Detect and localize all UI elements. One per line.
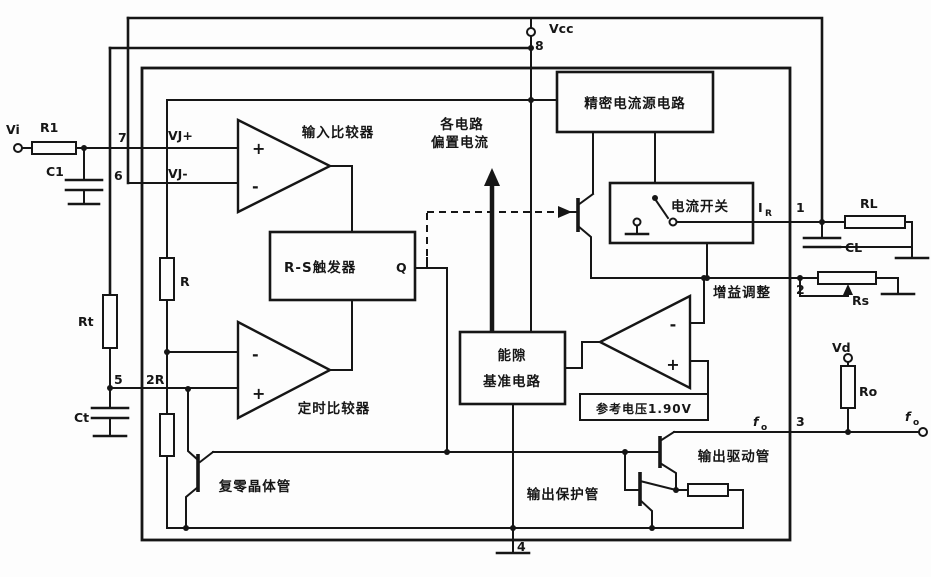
input-comparator-plus: + (252, 139, 265, 158)
rt-label: Rt (78, 314, 94, 329)
timing-comparator-plus: + (252, 384, 265, 403)
output-protector-label: 输出保护管 (527, 486, 600, 503)
cl-label: CL (845, 240, 862, 255)
fo-inner-label: f (753, 414, 760, 429)
bias-label-2: 偏置电流 (431, 134, 489, 151)
fo-inner-label-sub: o (761, 423, 767, 433)
fo-output-terminal (918, 427, 928, 437)
gain-adjust-path (590, 275, 803, 281)
timing-comparator-label: 定时比较器 (298, 400, 371, 417)
pin6-label: 6 (114, 168, 123, 183)
ir-label: I (758, 200, 763, 215)
emitter-resistor (687, 483, 729, 497)
r-label: R (180, 274, 190, 289)
vcc-rails (108, 16, 824, 333)
fo-outer-label-sub: o (913, 418, 919, 428)
reference-voltage-label: 参考电压1.90V (596, 401, 692, 416)
c1-label: C1 (46, 164, 64, 179)
precision-current-source: 精密电流源电路 (555, 70, 715, 197)
vcc-terminal (526, 27, 536, 37)
vi-label: Vi (6, 122, 20, 137)
input-network (13, 141, 239, 438)
vd-terminal (843, 353, 853, 363)
q-output-label: Q (396, 260, 407, 275)
ro-network (840, 353, 856, 433)
pin4-label: 4 (517, 539, 526, 554)
reference-opamp: - + (579, 277, 709, 421)
ir-label-sub: R (765, 209, 772, 219)
precision-current-source-label: 精密电流源电路 (584, 95, 686, 112)
resistor-ro (840, 365, 856, 409)
timing-comparator-minus: - (252, 345, 259, 364)
pin2-label: 2 (796, 282, 805, 297)
input-comparator-minus: - (252, 177, 259, 196)
labels-layer: Vi R1 C1 Rt Ct 7 6 5 8 4 1 2 3 Vcc VJ+ V… (6, 21, 919, 554)
vcc-label: Vcc (549, 21, 574, 36)
input-comparator-label: 输入比较器 (302, 124, 375, 141)
bandgap-reference: 能隙 基准电路 (458, 330, 601, 555)
reset-transistor (183, 386, 659, 531)
chip-boundary (140, 66, 792, 542)
rs-flipflop: R-S触发器 Q (268, 206, 572, 453)
fo-outer-label: f (905, 409, 912, 424)
ct-label: Ct (74, 410, 89, 425)
ro-label: Ro (859, 384, 878, 399)
resistor-2r (159, 413, 175, 457)
vj-minus-label: VJ- (168, 166, 188, 181)
resistor-r1 (31, 141, 77, 155)
rs-label: Rs (852, 293, 869, 308)
ref-opamp-minus: - (670, 315, 677, 334)
vd-label: Vd (832, 340, 851, 355)
ref-opamp-plus: + (666, 355, 679, 374)
fo-output-path (673, 427, 928, 437)
resistor-r (159, 257, 175, 301)
reset-transistor-label: 复零晶体管 (218, 478, 292, 495)
output-driver-label: 输出驱动管 (698, 448, 771, 465)
r1-label: R1 (40, 120, 58, 135)
rl-cl-network (802, 215, 930, 260)
rl-label: RL (860, 196, 878, 211)
bandgap-label-2: 基准电路 (483, 373, 541, 390)
bias-current-arrow (484, 168, 500, 332)
rs-network (799, 271, 916, 297)
timing-comparator: - + (236, 299, 353, 420)
vj-plus-label: VJ+ (168, 128, 193, 143)
output-stage (622, 430, 744, 531)
input-comparator: + - (236, 118, 353, 233)
resistor-rt (102, 294, 118, 349)
pin7-label: 7 (118, 130, 127, 145)
resistor-rl (844, 215, 906, 229)
current-switch-label: 电流开关 (671, 198, 729, 215)
bandgap-label-1: 能隙 (498, 347, 527, 364)
2r-label: 2R (146, 372, 165, 387)
vi-input-terminal (13, 143, 23, 153)
gain-adjust-label: 增益调整 (713, 284, 771, 301)
current-switch: 电流开关 (608, 181, 823, 281)
divider-network (159, 257, 744, 529)
pin5-label: 5 (114, 372, 123, 387)
current-switch-transistor (561, 192, 595, 279)
pin3-label: 3 (796, 414, 805, 429)
bias-label-1: 各电路 (439, 116, 484, 133)
pin8-label: 8 (535, 38, 544, 53)
rs-flipflop-label: R-S触发器 (284, 259, 356, 276)
resistor-rs (817, 271, 877, 285)
pin1-label: 1 (796, 200, 805, 215)
